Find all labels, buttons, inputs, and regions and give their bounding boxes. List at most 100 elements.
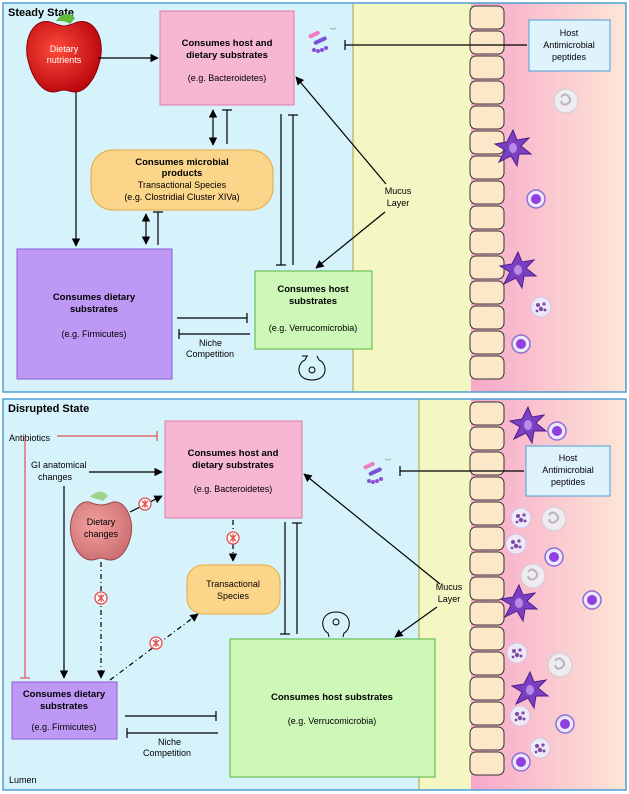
dis-mucus-1: Mucus xyxy=(436,582,463,592)
microbial-example: (e.g. Clostridial Cluster XIVa) xyxy=(124,192,239,202)
dietary-nutrients-apple-icon xyxy=(26,13,102,93)
blocked-pathway-icon xyxy=(138,497,152,511)
steady-firm-example: (e.g. Firmicutes) xyxy=(61,329,126,339)
epithelial-cell xyxy=(469,230,505,255)
epithelial-cell xyxy=(469,626,505,651)
steady-verr-title-2: substrates xyxy=(289,296,337,307)
disrupted-state-panel: Disrupted State Antibiotics GI anatomica… xyxy=(2,398,627,791)
steady-mucus-bg xyxy=(353,3,471,392)
lymphocyte-icon xyxy=(511,334,531,354)
steady-epithelial-column xyxy=(469,5,505,380)
dis-amp-3: peptides xyxy=(551,477,586,487)
epithelial-cell xyxy=(469,651,505,676)
granulocyte-icon xyxy=(510,507,532,529)
steady-amp-1: Host xyxy=(560,28,579,38)
steady-firm-title-2: substrates xyxy=(70,304,118,315)
goblet-cell-icon xyxy=(298,355,326,381)
epithelial-cell xyxy=(469,726,505,751)
microbial-line2: Transactional Species xyxy=(138,180,227,190)
epithelial-cell xyxy=(469,280,505,305)
blocked-pathway-icon xyxy=(226,531,240,545)
steady-title: Steady State xyxy=(8,7,74,19)
steady-firmicutes-box xyxy=(16,248,173,380)
dis-verr-example: (e.g. Verrucomicrobia) xyxy=(288,716,377,726)
epithelial-cell xyxy=(469,305,505,330)
lymphocyte-icon xyxy=(526,189,546,209)
microbial-title-2: products xyxy=(162,168,203,179)
steady-amp-box xyxy=(528,19,611,72)
dis-apple-1: Dietary xyxy=(87,517,116,527)
steady-firm-title-1: Consumes dietary xyxy=(53,292,136,303)
epithelial-cell xyxy=(469,30,505,55)
epithelial-cell xyxy=(469,255,505,280)
dis-niche-2: Competition xyxy=(143,748,191,758)
lymphocyte-icon xyxy=(511,752,531,772)
epithelial-cell xyxy=(469,501,505,526)
steady-microbial-products-box xyxy=(90,149,274,211)
lymphocyte-icon xyxy=(544,547,564,567)
dis-niche-1: Niche xyxy=(158,737,181,747)
steady-amp-2: Antimicrobial xyxy=(543,40,595,50)
epithelial-cell xyxy=(469,155,505,180)
immune-cell-icon xyxy=(520,563,546,589)
steady-mucus-2: Layer xyxy=(387,198,410,208)
disrupted-firmicutes-box xyxy=(11,681,118,740)
gi-label-2: changes xyxy=(38,472,73,482)
epithelial-cell xyxy=(469,355,505,380)
dis-amp-1: Host xyxy=(559,453,578,463)
granulocyte-icon xyxy=(529,737,551,759)
disrupted-border xyxy=(2,398,627,791)
steady-niche-1: Niche xyxy=(199,338,222,348)
epithelial-cell xyxy=(469,676,505,701)
epithelial-cell xyxy=(469,526,505,551)
dis-verr-title: Consumes host substrates xyxy=(271,692,393,703)
epithelial-cell xyxy=(469,476,505,501)
disrupted-arrows xyxy=(20,431,524,738)
immune-cell-icon xyxy=(553,88,579,114)
granulocyte-icon xyxy=(505,533,527,555)
epithelial-cell xyxy=(469,80,505,105)
microbial-title-1: Consumes microbial xyxy=(135,157,228,168)
epithelial-cell xyxy=(469,401,505,426)
steady-border xyxy=(2,2,627,393)
steady-verruco-box xyxy=(254,270,373,350)
disrupted-verruco-box xyxy=(229,638,436,778)
apple-label-line2: nutrients xyxy=(47,55,82,65)
steady-mucus-1: Mucus xyxy=(385,186,412,196)
apple-label-line1: Dietary xyxy=(50,44,79,54)
dis-firm-title-2: substrates xyxy=(40,701,88,712)
dis-apple-2: changes xyxy=(84,529,119,539)
epithelial-cell xyxy=(469,701,505,726)
epithelial-cell xyxy=(469,426,505,451)
dis-firm-example: (e.g. Firmicutes) xyxy=(31,722,96,732)
antibiotics-label: Antibiotics xyxy=(9,433,51,443)
steady-amp-3: peptides xyxy=(552,52,587,62)
dis-amp-2: Antimicrobial xyxy=(542,465,594,475)
steady-bacteroidetes-box xyxy=(159,10,295,106)
granulocyte-icon xyxy=(530,296,552,318)
epithelial-cell xyxy=(469,105,505,130)
epithelial-cell xyxy=(469,751,505,776)
granulocyte-icon xyxy=(509,705,531,727)
blocked-pathway-icon xyxy=(94,591,108,605)
dis-bact-example: (e.g. Bacteroidetes) xyxy=(194,484,273,494)
steady-state-panel: Steady State Dietary nutrients Consumes … xyxy=(2,2,627,393)
disrupted-transactional-box xyxy=(186,564,281,615)
transactional-2: Species xyxy=(217,591,250,601)
epithelial-cell xyxy=(469,451,505,476)
dis-mucus-2: Layer xyxy=(438,594,461,604)
epithelial-cell xyxy=(469,180,505,205)
dietary-changes-apple-icon xyxy=(69,491,133,561)
gi-label-1: GI anatomical xyxy=(31,460,87,470)
steady-bact-title-1: Consumes host and xyxy=(182,38,273,49)
transactional-1: Transactional xyxy=(206,579,260,589)
epithelial-cell xyxy=(469,330,505,355)
lymphocyte-icon xyxy=(555,714,575,734)
lymphocyte-icon xyxy=(547,421,567,441)
blocked-pathway-icon xyxy=(149,636,163,650)
epithelial-cell xyxy=(469,601,505,626)
disrupted-epithelial-column xyxy=(469,401,505,776)
dis-firm-title-1: Consumes dietary xyxy=(23,689,106,700)
dis-bact-title-1: Consumes host and xyxy=(188,448,279,459)
